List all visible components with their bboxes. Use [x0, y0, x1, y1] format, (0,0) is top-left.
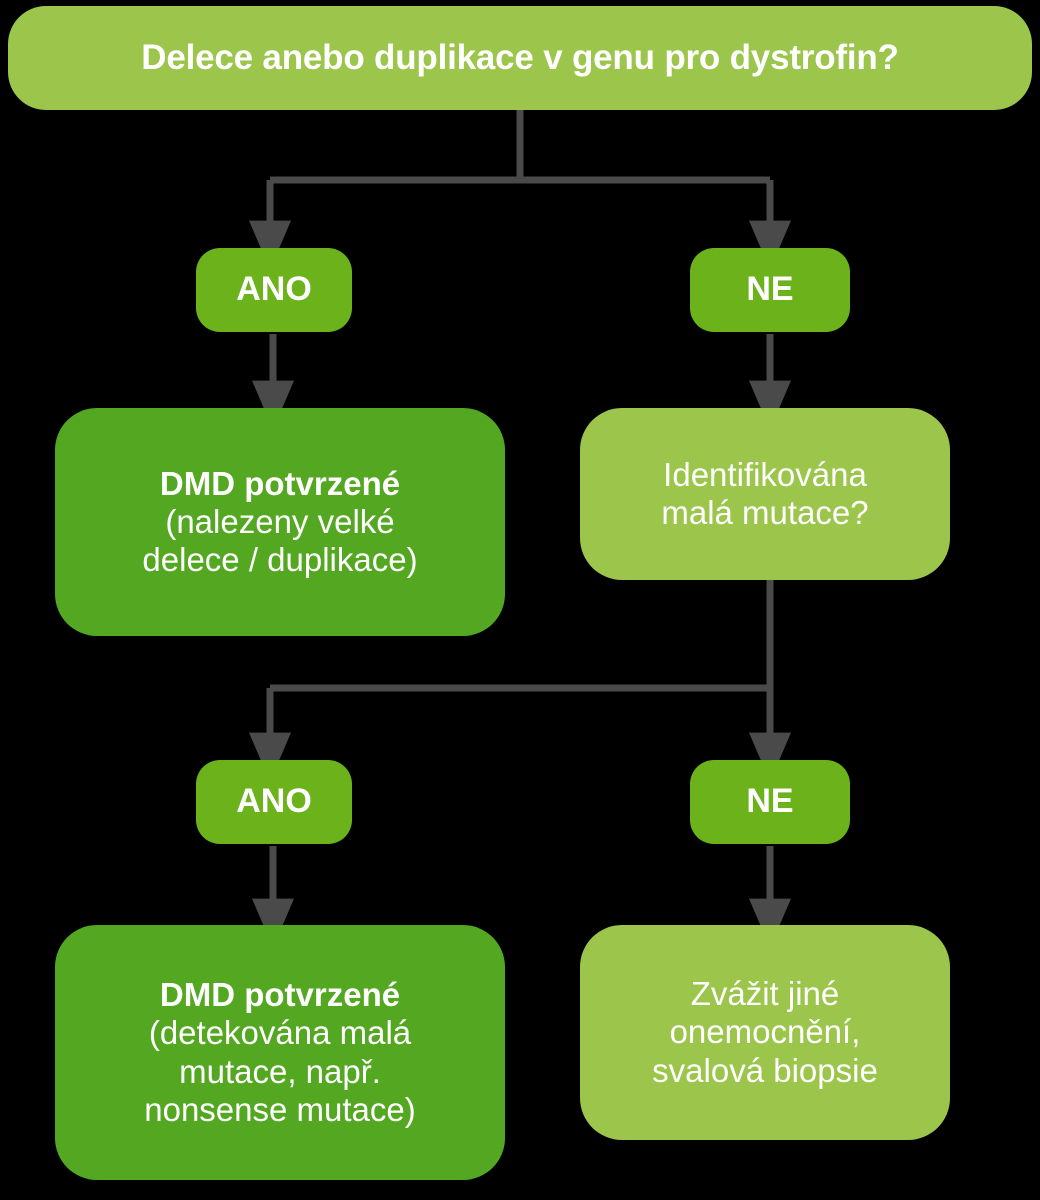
node-dmd-small-line3: mutace, např. — [179, 1052, 381, 1090]
node-other-line2: onemocnění, — [669, 1013, 861, 1051]
node-ano-2-label: ANO — [236, 782, 312, 821]
node-dmd-small-text: DMD potvrzené (detekována malá mutace, n… — [144, 976, 416, 1129]
node-dmd-small-line4: nonsense mutace) — [144, 1090, 416, 1128]
node-outcome-dmd-small-mutation[interactable]: DMD potvrzené (detekována malá mutace, n… — [55, 925, 505, 1180]
edge-root-split — [249, 110, 791, 270]
node-outcome-dmd-large-deletions[interactable]: DMD potvrzené (nalezeny velké delece / d… — [55, 408, 505, 636]
node-dmd-large-title: DMD potvrzené — [159, 464, 401, 502]
node-dmd-small-title: DMD potvrzené — [159, 975, 401, 1013]
node-other-line3: svalová biopsie — [652, 1051, 878, 1089]
node-ano-1-label: ANO — [236, 270, 312, 309]
node-ne-1-label: NE — [746, 270, 794, 309]
node-dmd-small-line2: (detekována malá — [148, 1014, 412, 1052]
node-dmd-large-text: DMD potvrzené (nalezeny velké delece / d… — [142, 465, 417, 580]
node-decision-ne-2[interactable]: NE — [690, 760, 850, 844]
node-question-text: Identifikována malá mutace? — [661, 456, 868, 533]
node-decision-ano-2[interactable]: ANO — [196, 760, 352, 844]
node-dmd-large-line3: delece / duplikace) — [142, 541, 418, 579]
node-dmd-large-line2: (nalezeny velké — [165, 502, 395, 540]
node-outcome-other-disease[interactable]: Zvážit jiné onemocnění, svalová biopsie — [580, 925, 950, 1140]
node-decision-ano-1[interactable]: ANO — [196, 248, 352, 332]
node-question-small-mutation[interactable]: Identifikována malá mutace? — [580, 408, 950, 580]
node-ne-2-label: NE — [746, 782, 794, 821]
node-root-label: Delece anebo duplikace v genu pro dystro… — [141, 37, 899, 77]
node-root-question[interactable]: Delece anebo duplikace v genu pro dystro… — [8, 6, 1032, 110]
node-other-line1: Zvážit jiné — [690, 975, 840, 1013]
node-question-line2: malá mutace? — [661, 494, 869, 531]
node-question-line1: Identifikována — [663, 455, 867, 493]
node-other-text: Zvážit jiné onemocnění, svalová biopsie — [652, 975, 878, 1090]
node-decision-ne-1[interactable]: NE — [690, 248, 850, 332]
